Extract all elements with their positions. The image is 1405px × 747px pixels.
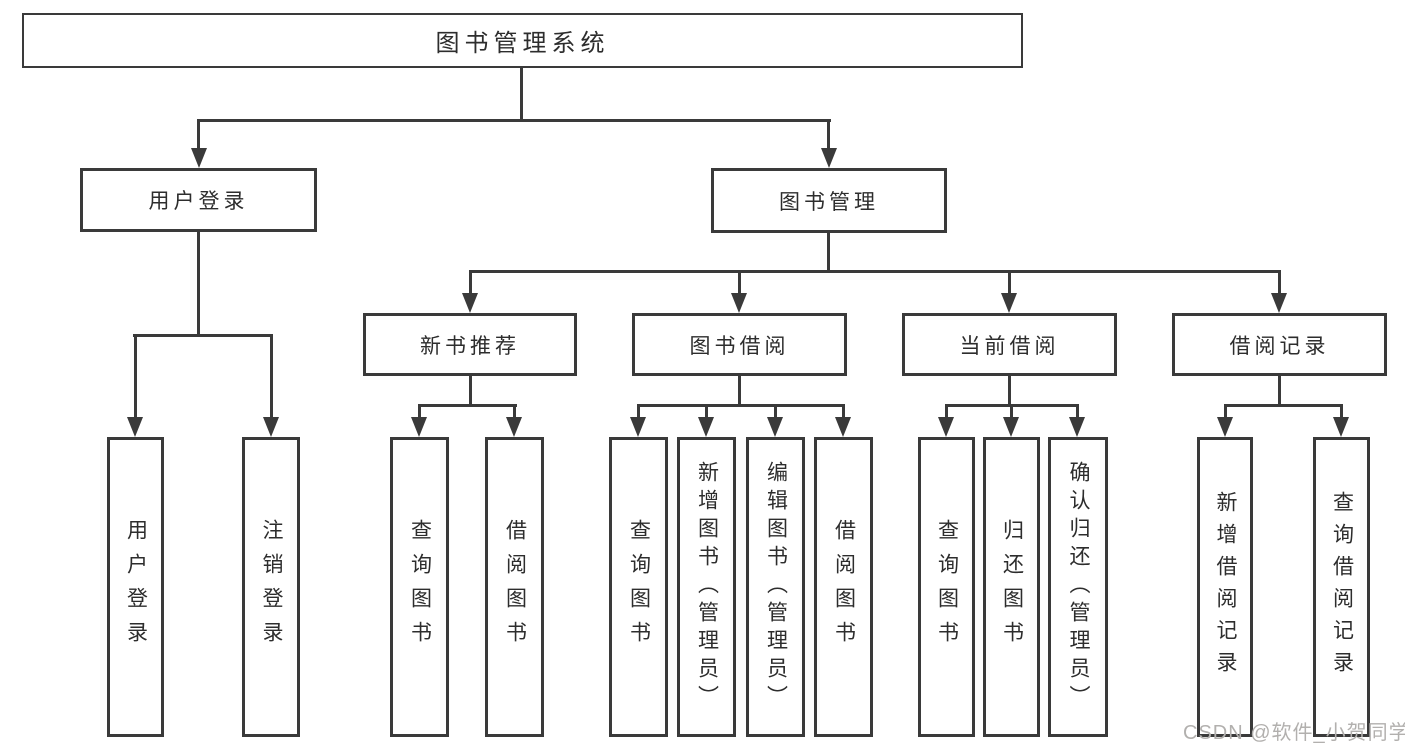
connector-line-book-borrow-leaf3 bbox=[774, 404, 777, 419]
node-root-label: 图书管理系统 bbox=[435, 30, 610, 57]
leaf-query-borrow-record: 查询借阅记录 bbox=[1313, 437, 1370, 737]
connector-line-current-borrow-leaf1 bbox=[945, 404, 948, 419]
node-book-borrow-label: 图书借阅 bbox=[689, 334, 790, 358]
arrow-book-borrow-leaf3 bbox=[767, 417, 783, 437]
leaf-return-books-label: 归还图书 bbox=[1000, 519, 1024, 655]
node-user-login: 用户登录 bbox=[80, 168, 317, 232]
arrow-to-current-borrow bbox=[1001, 293, 1017, 313]
leaf-confirm-return-admin: 确认归还（管理员） bbox=[1048, 437, 1108, 737]
node-book-borrow: 图书借阅 bbox=[632, 313, 847, 376]
connector-line-borrow-record-leaf2 bbox=[1340, 404, 1343, 419]
connector-line-to-book-management bbox=[827, 119, 830, 150]
leaf-current-query-books-label: 查询图书 bbox=[935, 519, 959, 655]
leaf-logout: 注销登录 bbox=[242, 437, 300, 737]
arrow-to-book-management bbox=[821, 148, 837, 168]
connector-line-to-new-book bbox=[469, 270, 472, 295]
node-book-management-label: 图书管理 bbox=[779, 190, 879, 214]
leaf-edit-books-admin: 编辑图书（管理员） bbox=[746, 437, 805, 737]
connector-line-book-borrow-leaf1 bbox=[637, 404, 640, 419]
leaf-borrow-books-label: 借阅图书 bbox=[832, 519, 856, 655]
arrow-to-book-borrow bbox=[731, 293, 747, 313]
connector-borrow-record-horizontal bbox=[1224, 404, 1342, 407]
connector-line-to-current-borrow bbox=[1008, 270, 1011, 295]
arrow-new-book-leaf1 bbox=[411, 417, 427, 437]
connector-new-book-stem bbox=[469, 374, 472, 407]
arrow-to-new-book bbox=[462, 293, 478, 313]
node-borrow-records: 借阅记录 bbox=[1172, 313, 1387, 376]
node-root-system: 图书管理系统 bbox=[22, 13, 1023, 68]
connector-line-book-borrow-leaf2 bbox=[705, 404, 708, 419]
leaf-new-book-query: 查询图书 bbox=[390, 437, 449, 737]
node-new-book-recommend: 新书推荐 bbox=[363, 313, 577, 376]
arrow-book-borrow-leaf1 bbox=[630, 417, 646, 437]
leaf-confirm-return-admin-label: 确认归还（管理员） bbox=[1067, 461, 1090, 713]
leaf-logout-label: 注销登录 bbox=[260, 519, 283, 655]
connector-line-current-borrow-leaf3 bbox=[1076, 404, 1079, 419]
connector-line-new-book-leaf2 bbox=[513, 404, 516, 419]
arrow-new-book-leaf2 bbox=[506, 417, 522, 437]
node-current-borrow: 当前借阅 bbox=[902, 313, 1117, 376]
node-book-management: 图书管理 bbox=[711, 168, 947, 233]
connector-line-to-book-borrow bbox=[738, 270, 741, 295]
leaf-user-login-label: 用户登录 bbox=[124, 519, 148, 655]
arrow-to-logout-leaf bbox=[263, 417, 279, 437]
arrow-book-borrow-leaf2 bbox=[698, 417, 714, 437]
leaf-add-books-admin: 新增图书（管理员） bbox=[677, 437, 736, 737]
node-current-borrow-label: 当前借阅 bbox=[959, 334, 1060, 358]
node-borrow-records-label: 借阅记录 bbox=[1229, 334, 1330, 358]
leaf-borrow-query-books: 查询图书 bbox=[609, 437, 668, 737]
arrow-current-borrow-leaf2 bbox=[1003, 417, 1019, 437]
connector-line-book-borrow-leaf4 bbox=[842, 404, 845, 419]
connector-level3-horizontal bbox=[469, 270, 1281, 273]
leaf-current-query-books: 查询图书 bbox=[918, 437, 975, 737]
leaf-add-books-admin-label: 新增图书（管理员） bbox=[695, 461, 719, 713]
leaf-borrow-books: 借阅图书 bbox=[814, 437, 873, 737]
connector-book-borrow-stem bbox=[738, 374, 741, 407]
leaf-add-borrow-record-label: 新增借阅记录 bbox=[1214, 491, 1237, 683]
arrow-to-login-leaf bbox=[127, 417, 143, 437]
connector-line-to-user-login bbox=[197, 119, 200, 150]
node-new-book-recommend-label: 新书推荐 bbox=[420, 334, 520, 358]
arrow-borrow-record-leaf1 bbox=[1217, 417, 1233, 437]
connector-line-to-logout-leaf bbox=[270, 334, 273, 419]
leaf-add-borrow-record: 新增借阅记录 bbox=[1197, 437, 1253, 737]
watermark: CSDN @软件_小贺同学 bbox=[1183, 722, 1405, 744]
arrow-current-borrow-leaf3 bbox=[1069, 417, 1085, 437]
arrow-to-borrow-record bbox=[1271, 293, 1287, 313]
connector-level1-horizontal bbox=[198, 119, 831, 122]
connector-line-new-book-leaf1 bbox=[418, 404, 421, 419]
leaf-user-login: 用户登录 bbox=[107, 437, 164, 737]
connector-line-borrow-record-leaf1 bbox=[1224, 404, 1227, 419]
connector-current-borrow-stem bbox=[1008, 374, 1011, 407]
arrow-current-borrow-leaf1 bbox=[938, 417, 954, 437]
arrow-to-user-login bbox=[191, 148, 207, 168]
connector-line-to-borrow-record bbox=[1278, 270, 1281, 295]
connector-book-borrow-horizontal bbox=[637, 404, 845, 407]
connector-line-to-login-leaf bbox=[134, 334, 137, 419]
node-user-login-label: 用户登录 bbox=[148, 190, 249, 213]
connector-new-book-horizontal bbox=[418, 404, 517, 407]
leaf-new-book-borrow-label: 借阅图书 bbox=[503, 519, 527, 655]
connector-book-management-stem bbox=[827, 232, 830, 272]
leaf-new-book-query-label: 查询图书 bbox=[408, 519, 432, 655]
connector-user-login-horizontal bbox=[133, 334, 273, 337]
connector-root-stem bbox=[520, 68, 523, 120]
connector-line-current-borrow-leaf2 bbox=[1010, 404, 1013, 419]
leaf-edit-books-admin-label: 编辑图书（管理员） bbox=[764, 461, 788, 713]
leaf-borrow-query-books-label: 查询图书 bbox=[627, 519, 651, 655]
arrow-borrow-record-leaf2 bbox=[1333, 417, 1349, 437]
leaf-return-books: 归还图书 bbox=[983, 437, 1040, 737]
connector-borrow-record-stem bbox=[1278, 374, 1281, 406]
connector-user-login-stem bbox=[197, 231, 200, 336]
leaf-new-book-borrow: 借阅图书 bbox=[485, 437, 544, 737]
leaf-query-borrow-record-label: 查询借阅记录 bbox=[1330, 491, 1354, 683]
arrow-book-borrow-leaf4 bbox=[835, 417, 851, 437]
